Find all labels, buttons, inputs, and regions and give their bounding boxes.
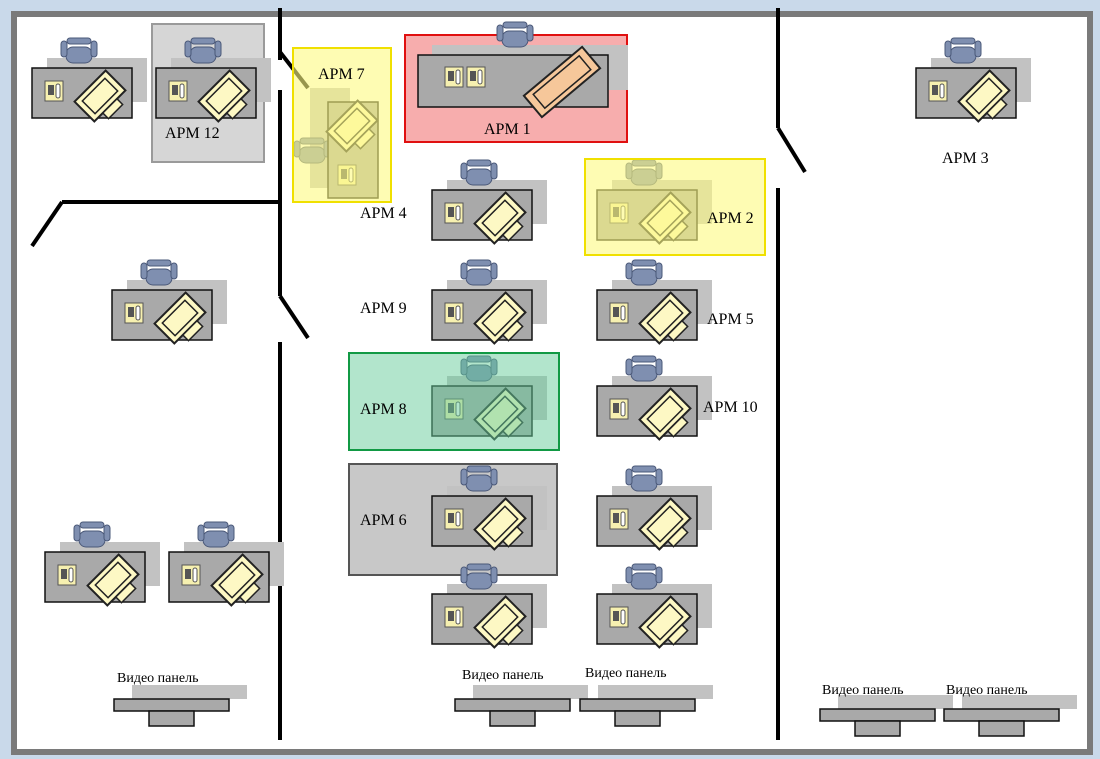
monitor-icon [473,291,527,345]
chair-icon [460,159,498,186]
label-arm2: АРМ 2 [707,210,754,227]
monitor-icon [638,595,692,649]
video-panel [819,695,953,737]
desk-arm1 [417,21,628,119]
monitor-icon [638,291,692,345]
video-panel-label-2: Видео панель [462,668,543,683]
desk [31,37,147,123]
chair-icon [140,259,178,286]
chair-icon [944,37,982,64]
monitor-icon [522,45,602,119]
label-arm10: АРМ 10 [703,399,758,416]
chair-icon [460,465,498,492]
monitor-icon [473,497,527,551]
phone-icon [168,80,188,102]
video-panel-label-3: Видео панель [585,666,666,681]
chair-icon [625,563,663,590]
phone-icon [609,606,629,628]
desk [155,37,271,123]
phone-icon [444,508,464,530]
desk [596,465,712,551]
monitor-icon [638,387,692,441]
phone-icon [466,66,486,88]
label-arm5: АРМ 5 [707,311,754,328]
phone-icon [444,302,464,324]
monitor-icon [73,69,127,123]
phone-icon [57,564,77,586]
desk [168,521,284,607]
monitor-icon [638,497,692,551]
phone-icon [444,66,464,88]
monitor-icon [473,191,527,245]
desk [596,259,712,345]
desk [44,521,160,607]
desk [915,37,1031,123]
desk [431,465,547,551]
desk [111,259,227,345]
label-arm6: АРМ 6 [360,512,407,529]
phone-icon [444,606,464,628]
chair-icon [625,355,663,382]
video-panel [943,695,1077,737]
phone-icon [609,398,629,420]
video-panel [113,685,247,727]
zone-arm2 [584,158,766,256]
label-arm7: АРМ 7 [318,66,365,83]
chair-icon [496,21,534,48]
chair-icon [184,37,222,64]
label-arm1: АРМ 1 [484,121,531,138]
video-panel-label-5: Видео панель [946,683,1027,698]
chair-icon [73,521,111,548]
video-panel [454,685,588,727]
desk [596,355,712,441]
desk [431,563,547,649]
chair-icon [460,563,498,590]
zone-arm7 [292,47,392,203]
chair-icon [625,465,663,492]
video-panel-label-4: Видео панель [822,683,903,698]
monitor-icon [197,69,251,123]
phone-icon [609,302,629,324]
chair-icon [197,521,235,548]
desk [431,259,547,345]
chair-icon [625,259,663,286]
monitor-icon [153,291,207,345]
label-arm8: АРМ 8 [360,401,407,418]
desk [596,563,712,649]
video-panel-label-1: Видео панель [117,671,198,686]
monitor-icon [210,553,264,607]
video-panel [579,685,713,727]
phone-icon [181,564,201,586]
desk [431,159,547,245]
label-arm3: АРМ 3 [942,150,989,167]
phone-icon [124,302,144,324]
label-arm4: АРМ 4 [360,205,407,222]
phone-icon [444,202,464,224]
monitor-icon [473,595,527,649]
label-arm12: АРМ 12 [165,125,220,142]
chair-icon [60,37,98,64]
monitor-icon [957,69,1011,123]
monitor-icon [86,553,140,607]
label-arm9: АРМ 9 [360,300,407,317]
phone-icon [609,508,629,530]
chair-icon [460,259,498,286]
phone-icon [44,80,64,102]
phone-icon [928,80,948,102]
zone-arm8 [348,352,560,451]
